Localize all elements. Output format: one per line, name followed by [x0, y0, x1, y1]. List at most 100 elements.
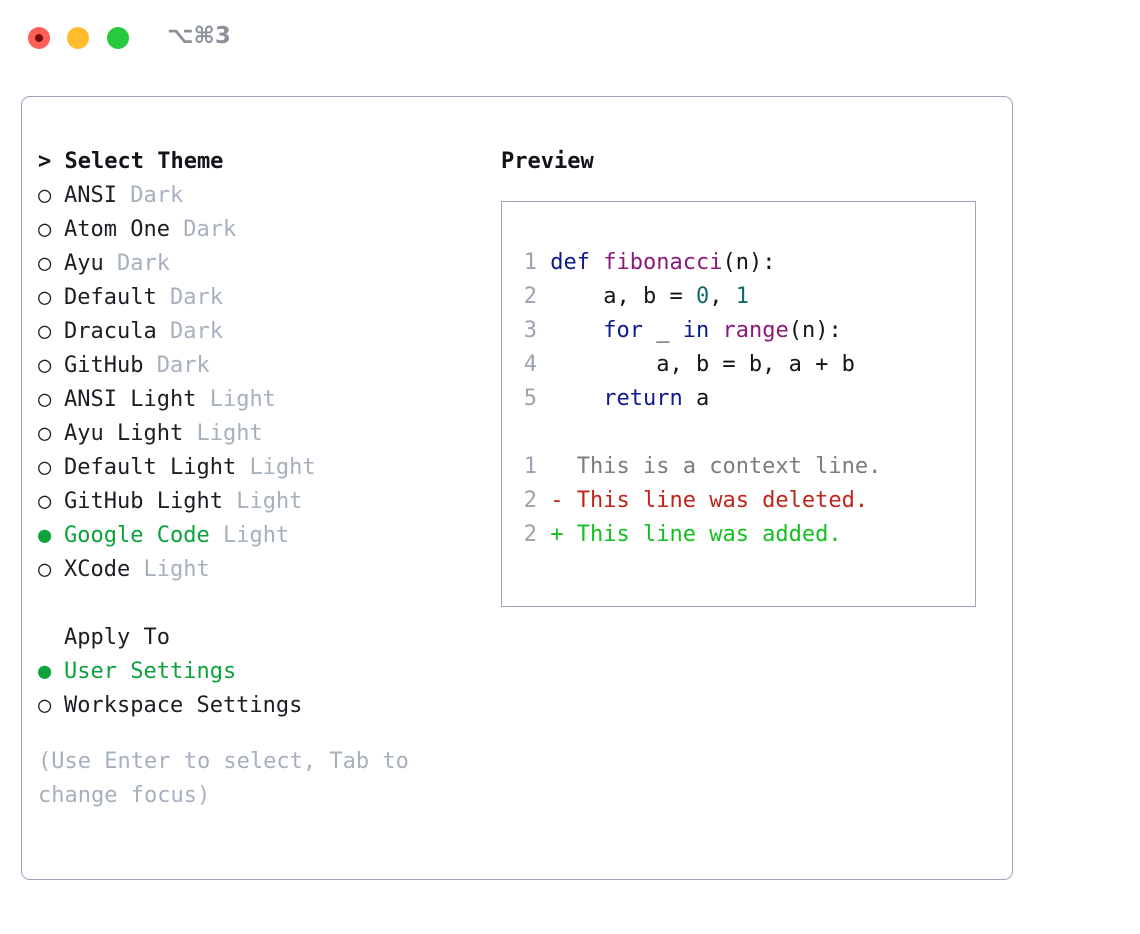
- code-token: fibonacci: [603, 250, 723, 275]
- spacer: [143, 353, 156, 378]
- radio-selected-icon[interactable]: ●: [38, 523, 52, 548]
- radio-unselected-icon[interactable]: ○: [38, 693, 52, 718]
- line-number: 1: [523, 454, 537, 479]
- code-line: 1 def fibonacci(n):: [515, 246, 967, 280]
- theme-variant-badge: Dark: [130, 183, 184, 208]
- code-token: (n):: [722, 250, 776, 275]
- theme-option-row[interactable]: ○Ayu Dark: [38, 247, 468, 281]
- theme-option-label: Atom One: [64, 217, 170, 242]
- theme-option-row[interactable]: ○ Ayu Light Light: [38, 417, 468, 451]
- theme-variant-badge: Light: [249, 455, 316, 480]
- code-token: in: [682, 318, 710, 343]
- theme-list: ○ANSI Dark○Atom One Dark○Ayu Dark○Defaul…: [38, 179, 468, 587]
- diff-marker: -: [550, 488, 577, 513]
- code-token: a, b =: [550, 284, 696, 309]
- radio-unselected-icon[interactable]: ○: [38, 455, 52, 480]
- code-token: for: [603, 318, 643, 343]
- theme-option-row[interactable]: ○XCode Light: [38, 553, 468, 587]
- theme-variant-badge: Light: [236, 489, 303, 514]
- line-number: 5: [523, 386, 537, 411]
- theme-option-label: Google Code: [64, 523, 210, 548]
- code-token: ,: [709, 284, 736, 309]
- theme-variant-badge: Dark: [183, 217, 237, 242]
- radio-unselected-icon[interactable]: ○: [38, 421, 52, 446]
- theme-option-label: GitHub Light: [64, 489, 223, 514]
- apply-to-option-row[interactable]: ● User Settings: [38, 655, 468, 689]
- spacer: [196, 387, 209, 412]
- theme-variant-badge: Light: [196, 421, 263, 446]
- spacer: [210, 523, 223, 548]
- radio-selected-icon[interactable]: ●: [38, 659, 52, 684]
- help-hint-text: (Use Enter to select, Tab to change focu…: [38, 749, 409, 808]
- spacer: [170, 217, 183, 242]
- apply-to-option-row[interactable]: ○Workspace Settings: [38, 689, 468, 723]
- gutter-gap: [537, 318, 550, 343]
- gutter-gap: [537, 454, 550, 479]
- title-bar: ⌥⌘3: [0, 0, 1140, 78]
- minimize-window-button[interactable]: [67, 27, 89, 49]
- radio-unselected-icon[interactable]: ○: [38, 557, 52, 582]
- theme-option-label: Dracula: [64, 319, 157, 344]
- theme-option-label: Ayu Light: [64, 421, 184, 446]
- theme-option-row[interactable]: ○ Atom One Dark: [38, 213, 468, 247]
- radio-unselected-icon[interactable]: ○: [38, 387, 52, 412]
- theme-option-row[interactable]: ○Dracula Dark: [38, 315, 468, 349]
- maximize-window-button[interactable]: [107, 27, 129, 49]
- radio-unselected-icon[interactable]: ○: [38, 489, 52, 514]
- diff-sample-lines: 1 This is a context line.2 - This line w…: [515, 450, 967, 552]
- line-number: 3: [523, 318, 537, 343]
- close-window-button[interactable]: [28, 27, 50, 49]
- spacer: [223, 489, 236, 514]
- apply-to-list: ● User Settings ○Workspace Settings: [38, 655, 468, 723]
- apply-to-header: Apply To: [64, 625, 170, 650]
- line-number: 2: [523, 522, 537, 547]
- spacer: [236, 455, 249, 480]
- spacer: [38, 587, 468, 621]
- radio-unselected-icon[interactable]: ○: [38, 183, 52, 208]
- code-token: (n):: [788, 318, 842, 343]
- line-number: 2: [523, 488, 537, 513]
- apply-to-option-label: User Settings: [64, 659, 237, 684]
- spacer: [130, 557, 143, 582]
- code-token: return: [603, 386, 683, 411]
- code-token: [590, 250, 603, 275]
- theme-option-row[interactable]: ○ GitHub Dark: [38, 349, 468, 383]
- diff-marker: [550, 454, 577, 479]
- theme-variant-badge: Dark: [156, 353, 210, 378]
- radio-unselected-icon[interactable]: ○: [38, 353, 52, 378]
- code-token: [709, 318, 722, 343]
- line-number: 4: [523, 352, 537, 377]
- theme-option-row[interactable]: ●Google Code Light: [38, 519, 468, 553]
- theme-option-row[interactable]: ○Default Dark: [38, 281, 468, 315]
- theme-variant-badge: Light: [209, 387, 276, 412]
- theme-option-row[interactable]: ○ANSI Light Light: [38, 383, 468, 417]
- preview-header: Preview: [501, 149, 594, 174]
- preview-column: Preview 1 def fibonacci(n):2 a, b = 0, 1…: [501, 145, 981, 607]
- code-token: range: [722, 318, 789, 343]
- theme-variant-badge: Dark: [117, 251, 170, 276]
- theme-option-label: GitHub: [64, 353, 144, 378]
- radio-unselected-icon[interactable]: ○: [38, 217, 52, 242]
- diff-text: This line was added.: [576, 522, 842, 547]
- spacer: [157, 319, 170, 344]
- radio-unselected-icon[interactable]: ○: [38, 285, 52, 310]
- code-token: def: [550, 250, 590, 275]
- theme-option-label: Default: [64, 285, 157, 310]
- theme-option-row[interactable]: ○ANSI Dark: [38, 179, 468, 213]
- gutter-gap: [537, 250, 550, 275]
- radio-unselected-icon[interactable]: ○: [38, 319, 52, 344]
- line-number: 2: [523, 284, 537, 309]
- code-token: a: [682, 386, 710, 411]
- theme-option-row[interactable]: ○ GitHub Light Light: [38, 485, 468, 519]
- code-token: [550, 386, 603, 411]
- spacer: [104, 251, 117, 276]
- theme-option-row[interactable]: ○Default Light Light: [38, 451, 468, 485]
- code-token: 0: [695, 284, 710, 309]
- radio-unselected-icon[interactable]: ○: [38, 251, 52, 276]
- spacer: [157, 285, 170, 310]
- theme-option-label: XCode: [64, 557, 131, 582]
- gutter-gap: [537, 386, 550, 411]
